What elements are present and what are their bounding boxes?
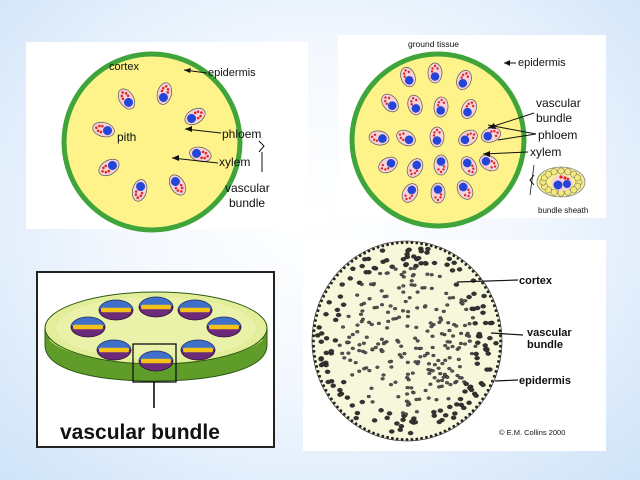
vascular-bundle	[368, 130, 390, 146]
vascular-bundle	[458, 129, 478, 147]
bundle-sheath-label: bundle sheath	[538, 206, 588, 215]
vascular-bundle	[433, 154, 449, 176]
xylem	[136, 182, 146, 192]
vascular-label: vascular	[536, 96, 581, 110]
xylem	[170, 177, 180, 187]
xylem	[187, 114, 197, 124]
vascular-bundle	[378, 156, 398, 174]
vascular-bundle	[131, 179, 148, 202]
vascular-bundle	[401, 183, 419, 203]
bundle-label: bundle	[229, 196, 265, 210]
stem-model-panel: vascular bundle	[36, 271, 275, 448]
monocot-drawing-panel: cortex vascular bundle epidermis © E.M. …	[303, 240, 606, 451]
xylem	[102, 126, 112, 136]
vascular-bundle	[456, 180, 474, 200]
vascular-bundle	[180, 339, 216, 361]
bundle-label: bundle	[536, 111, 572, 125]
vascular-bundle	[156, 82, 173, 105]
vascular-bundle	[433, 96, 449, 118]
vascular-bundle	[98, 158, 120, 177]
vascular-bundle	[117, 88, 136, 110]
bundle-label: bundle	[527, 339, 563, 351]
xylem-label: xylem	[219, 155, 250, 169]
cortex-label: cortex	[109, 61, 139, 73]
vascular-bundle	[396, 129, 416, 147]
vascular-bundle	[429, 126, 445, 148]
vascular-bundle	[381, 93, 399, 113]
vascular-bundle	[98, 299, 134, 321]
vascular-bundle	[92, 121, 115, 138]
vascular-bundle	[456, 69, 472, 91]
vascular-bundle	[168, 174, 187, 196]
vascular-bundle	[70, 316, 106, 338]
epidermis-label: epidermis	[519, 375, 571, 387]
vascular-bundle	[138, 296, 174, 318]
phloem-label: phloem	[222, 127, 261, 141]
vascular-bundle	[430, 182, 446, 204]
dicot-stem-panel: cortex epidermis pith phloem xylem vascu…	[26, 42, 308, 233]
epidermis-label: epidermis	[208, 67, 256, 79]
ground-tissue-label: ground tissue	[408, 39, 459, 49]
xylem-label: xylem	[530, 145, 561, 159]
xylem	[107, 160, 117, 170]
pith-label: pith	[117, 130, 136, 144]
vascular-bundle	[177, 299, 213, 321]
vascular-bundle	[479, 154, 499, 172]
vascular-bundle	[480, 127, 502, 143]
vascular-bundle	[406, 158, 424, 178]
vascular-bundle	[460, 156, 478, 176]
vascular-bundle	[206, 316, 242, 338]
vascular-label: vascular	[527, 327, 572, 339]
bundle-sheath-inset	[536, 166, 586, 198]
phloem-label: phloem	[538, 128, 577, 142]
xylem	[124, 97, 134, 107]
vascular-bundle-caption: vascular bundle	[60, 421, 220, 444]
vascular-bundle	[138, 350, 174, 372]
vascular-bundle	[461, 99, 477, 119]
copyright-credit: © E.M. Collins 2000	[499, 428, 565, 437]
vascular-label: vascular	[225, 181, 270, 195]
xylem	[192, 148, 202, 158]
dicot-stem-diagram: cortex epidermis pith phloem xylem vascu…	[61, 51, 270, 233]
vascular-bundle	[184, 107, 206, 126]
stem-model-diagram: vascular bundle	[44, 291, 268, 444]
vascular-bundle	[427, 62, 443, 84]
vascular-bundle	[96, 339, 132, 361]
cortex-label: cortex	[519, 275, 553, 287]
vascular-bundle	[400, 66, 416, 88]
stem-section	[311, 240, 503, 442]
monocot-stem-diagram: ground tissue epidermis vascular bundle …	[349, 39, 588, 229]
dicot-stem-cross-section	[61, 51, 243, 233]
monocot-stem-drawing: cortex vascular bundle epidermis © E.M. …	[311, 240, 572, 442]
epidermis-label: epidermis	[518, 57, 566, 69]
vascular-bundle	[407, 94, 423, 116]
monocot-stem-panel: ground tissue epidermis vascular bundle …	[338, 35, 606, 229]
xylem	[158, 92, 168, 102]
vascular-bundle	[189, 146, 212, 163]
